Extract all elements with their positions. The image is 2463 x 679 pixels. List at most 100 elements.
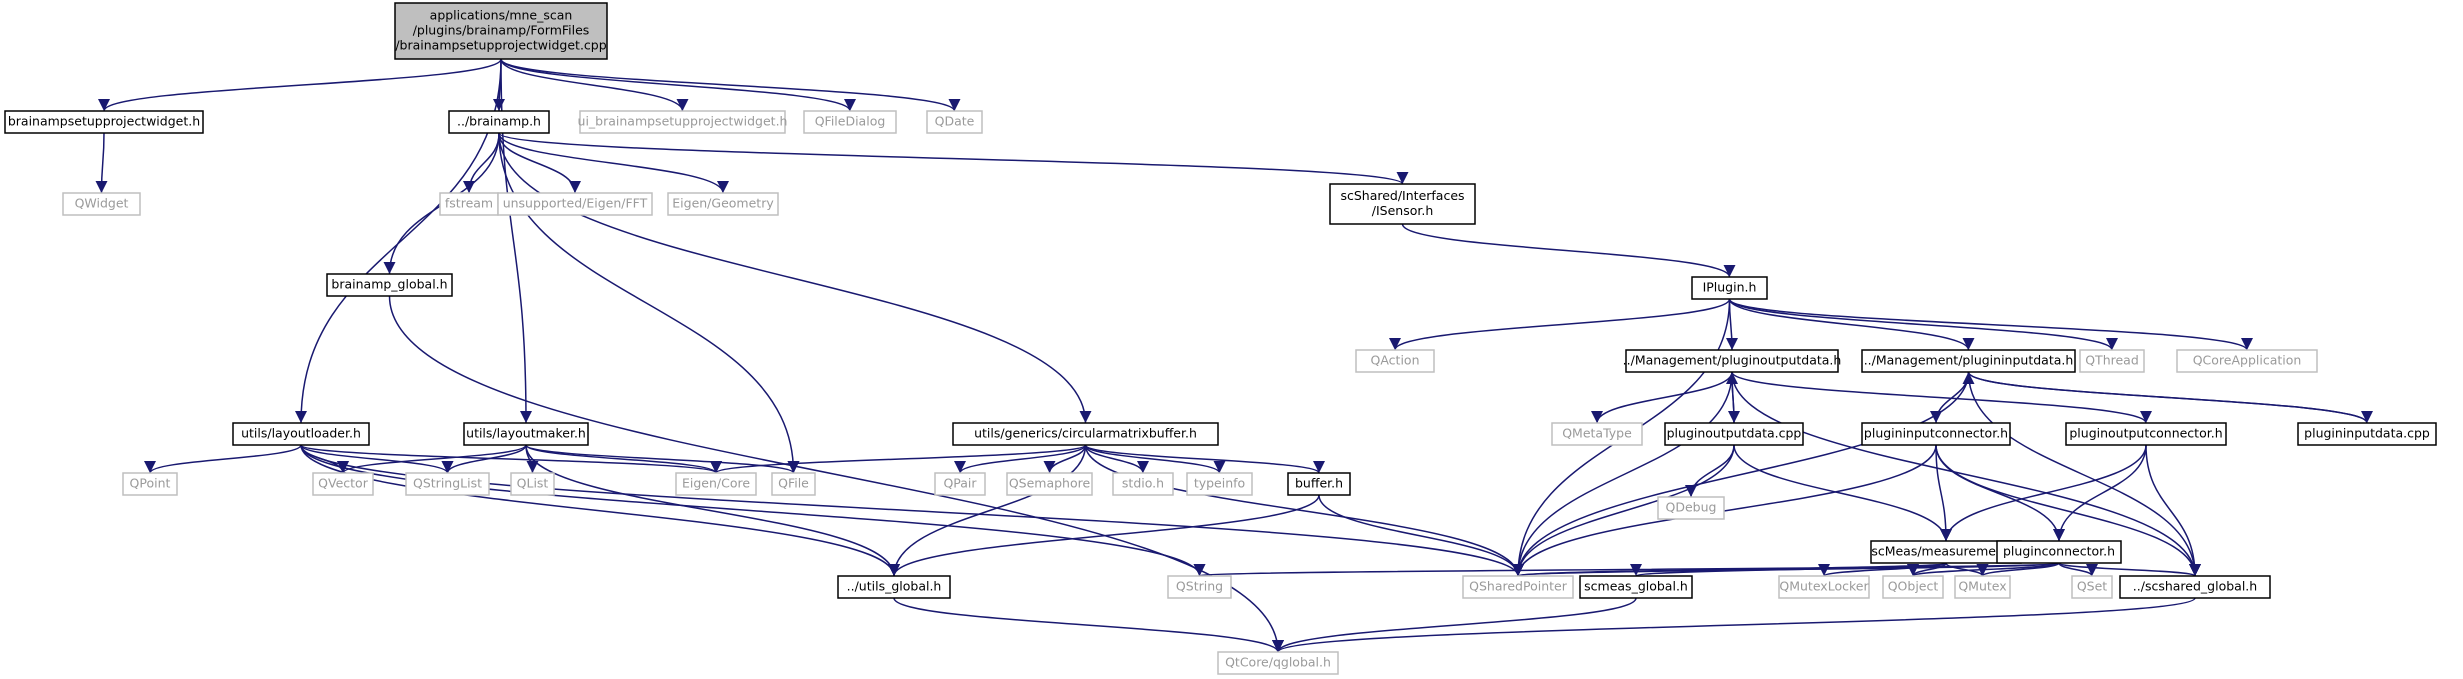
edge-bspw_h-to-qwidget <box>95 132 108 194</box>
node-pconn-box <box>1996 540 2122 564</box>
node-stdio-label: stdio.h <box>1122 476 1164 491</box>
node-pic_h[interactable]: plugininputconnector.h <box>1861 422 2011 446</box>
node-iplugin-box <box>1691 276 1768 300</box>
node-qaction-box <box>1355 349 1435 373</box>
node-brainamp_h-label: ../brainamp.h <box>457 114 541 129</box>
edge-pic_h-to-measurement <box>1935 444 1952 542</box>
node-qmetatype-box <box>1551 422 1643 446</box>
node-pid_cpp[interactable]: plugininputdata.cpp <box>2297 422 2437 446</box>
node-pod_h[interactable]: ../Management/pluginoutputdata.h <box>1623 349 1842 373</box>
node-qfiledialog-box <box>803 110 897 134</box>
node-qmutexlocker-label: QMutexLocker <box>1779 579 1869 594</box>
node-qfiledialog: QFileDialog <box>803 110 897 134</box>
node-qstringlist-box <box>405 472 490 496</box>
node-brainamp_h[interactable]: ../brainamp.h <box>448 110 550 134</box>
node-pconn[interactable]: pluginconnector.h <box>1996 540 2122 564</box>
edge-pid_cpp-to-pid_h <box>1962 371 2368 424</box>
node-qfile: QFile <box>771 472 816 496</box>
node-pic_h-box <box>1861 422 2011 446</box>
node-qthread: QThread <box>2079 349 2145 373</box>
edge-layoutloader-to-utils_global <box>300 444 900 577</box>
edge-measurement-to-scmeas_global <box>1630 562 1947 577</box>
edge-utils_global-to-qglobal <box>893 597 1284 653</box>
node-utils_global[interactable]: ../utils_global.h <box>837 575 951 599</box>
edge-cmb-to-buffer_h <box>1084 444 1325 474</box>
edge-cmb-to-typeinfo <box>1084 444 1226 474</box>
edge-layoutloader-to-qshared <box>300 444 1524 577</box>
node-qdate-label: QDate <box>935 114 975 129</box>
node-brainamp_global[interactable]: brainamp_global.h <box>326 273 453 297</box>
edge-root-to-qdate <box>500 58 961 112</box>
node-pid_h[interactable]: ../Management/plugininputdata.h <box>1861 349 2076 373</box>
edge-poc_h-to-measurement <box>1940 444 2147 542</box>
node-qsemaphore-box <box>1006 472 1093 496</box>
node-qwidget-label: QWidget <box>75 196 129 211</box>
node-scshared_global-label: ../scshared_global.h <box>2133 579 2257 594</box>
edge-brainamp_h-to-eigen_fft <box>498 132 581 194</box>
node-cmb[interactable]: utils/generics/circularmatrixbuffer.h <box>952 422 1219 446</box>
node-buffer_h[interactable]: buffer.h <box>1287 472 1351 496</box>
node-isensor-label: scShared/Interfaces <box>1340 188 1464 203</box>
node-ui_bspw-label: ui_brainampsetupprojectwidget.h <box>578 114 788 129</box>
edge-layoutmaker-to-qfile <box>525 444 800 474</box>
node-scshared_global[interactable]: ../scshared_global.h <box>2119 575 2271 599</box>
node-layoutmaker[interactable]: utils/layoutmaker.h <box>463 422 589 446</box>
edge-root-to-bspw_h <box>98 58 502 112</box>
node-qlist-label: QList <box>517 476 549 491</box>
edge-iplugin-to-qthread <box>1728 298 2118 351</box>
edge-brainamp_h-to-isensor <box>498 132 1409 185</box>
node-qthread-box <box>2079 349 2145 373</box>
edge-cmb-to-qsemaphore <box>1043 444 1087 474</box>
node-qmutexlocker: QMutexLocker <box>1778 575 1870 599</box>
edge-iplugin-to-qaction <box>1389 298 1731 351</box>
node-qlist-box <box>510 472 555 496</box>
edge-isensor-to-iplugin <box>1401 223 1736 278</box>
node-root[interactable]: applications/mne_scan/plugins/brainamp/F… <box>394 2 608 60</box>
node-pod_cpp-box <box>1664 422 1804 446</box>
edge-pod_h-to-scshared_global <box>1731 371 2201 577</box>
edge-pid_h-to-scshared_global <box>1967 371 2201 577</box>
node-qdate: QDate <box>926 110 983 134</box>
node-measurement[interactable]: scMeas/measurement.h <box>1870 540 2022 564</box>
node-utils_global-label: ../utils_global.h <box>847 579 942 594</box>
edge-pod_h-to-qshared <box>1512 371 1733 577</box>
node-qstring-label: QString <box>1176 579 1223 594</box>
edge-pod_cpp-to-pod_h <box>1726 371 1739 424</box>
node-pod_cpp[interactable]: pluginoutputdata.cpp <box>1664 422 1804 446</box>
node-iplugin[interactable]: IPlugin.h <box>1691 276 1768 300</box>
edge-root-to-qfiledialog <box>500 58 856 112</box>
node-qshared-label: QSharedPointer <box>1469 579 1568 594</box>
node-pid_cpp-label: plugininputdata.cpp <box>2304 426 2430 441</box>
node-iplugin-label: IPlugin.h <box>1703 280 1757 295</box>
node-qsemaphore-label: QSemaphore <box>1009 476 1091 491</box>
node-poc_h-label: pluginoutputconnector.h <box>2069 426 2222 441</box>
node-isensor[interactable]: scShared/Interfaces/ISensor.h <box>1329 183 1476 225</box>
edge-pod_cpp-to-qshared <box>1512 444 1735 577</box>
node-qwidget-box <box>62 192 141 216</box>
node-poc_h-box <box>2065 422 2227 446</box>
node-qshared-box <box>1462 575 1574 599</box>
edge-layoutloader-to-eigen_core <box>300 444 722 474</box>
node-eigen_core: Eigen/Core <box>675 472 757 496</box>
node-scmeas_global[interactable]: scmeas_global.h <box>1579 575 1693 599</box>
node-qpair: QPair <box>934 472 986 496</box>
edge-root-to-ui_bspw <box>500 58 689 112</box>
node-scmeas_global-label: scmeas_global.h <box>1584 579 1688 594</box>
node-buffer_h-label: buffer.h <box>1295 476 1343 491</box>
node-poc_h[interactable]: pluginoutputconnector.h <box>2065 422 2227 446</box>
edge-pod_h-to-qmetatype <box>1591 371 1733 424</box>
node-typeinfo-label: typeinfo <box>1194 476 1245 491</box>
node-qglobal-label: QtCore/qglobal.h <box>1225 655 1331 670</box>
node-cmb-box <box>952 422 1219 446</box>
node-layoutloader[interactable]: utils/layoutloader.h <box>232 422 370 446</box>
edge-pic_h-to-scshared_global <box>1935 444 2201 577</box>
node-bspw_h[interactable]: brainampsetupprojectwidget.h <box>4 110 204 134</box>
node-qset-box <box>2071 575 2113 599</box>
edge-buffer_h-to-utils_global <box>888 494 1320 577</box>
node-typeinfo: typeinfo <box>1186 472 1253 496</box>
edge-cmb-to-eigen_core <box>710 444 1087 474</box>
node-qmutex-box <box>1954 575 2011 599</box>
node-fstream: fstream <box>439 192 499 216</box>
edge-pod_cpp-to-measurement <box>1733 444 1952 542</box>
node-layoutmaker-box <box>463 422 589 446</box>
